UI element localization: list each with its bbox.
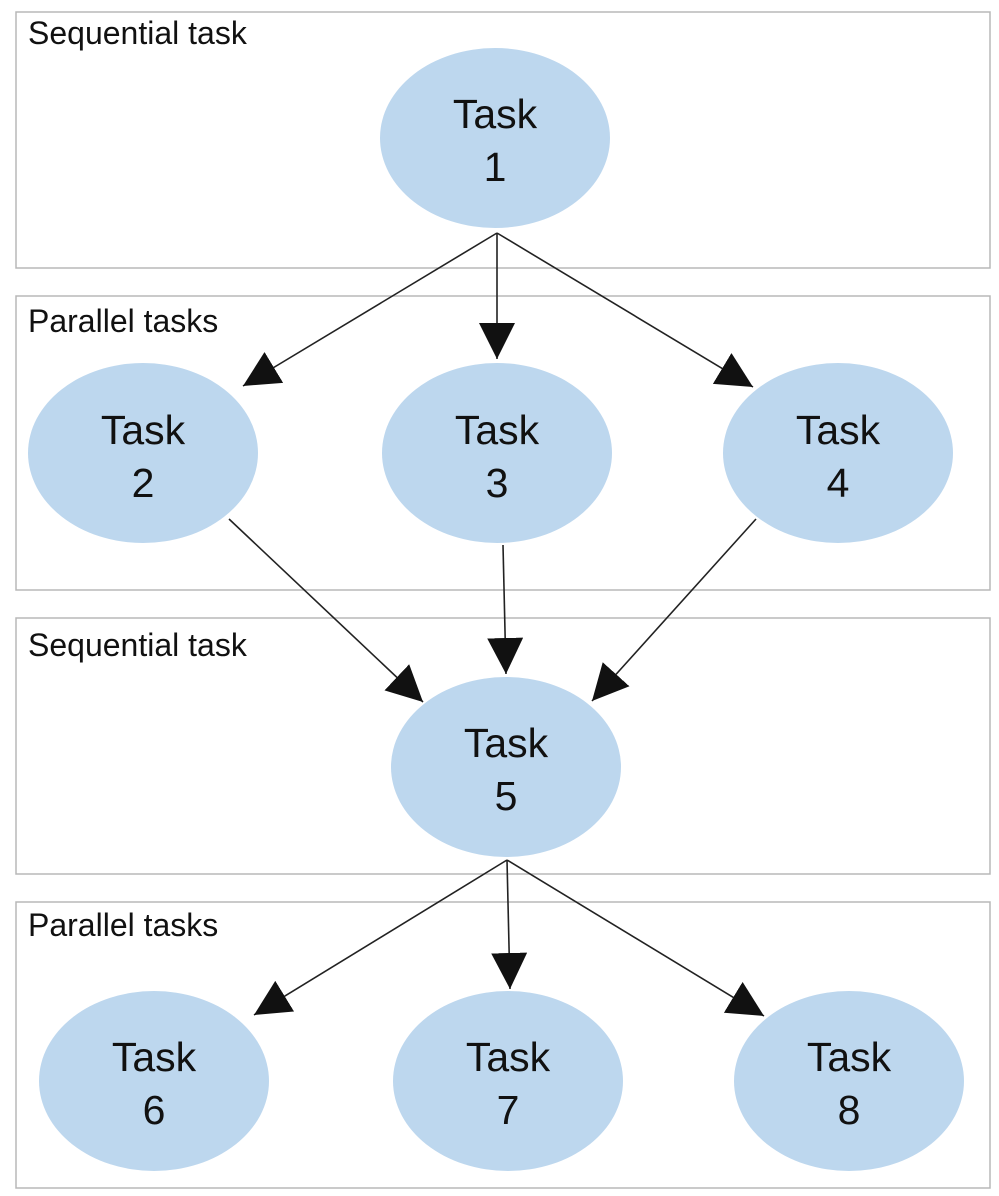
edge-arrow-t3-to-t5 [487, 544, 524, 675]
edge-arrow-t2-to-t5 [228, 518, 424, 703]
task-node-title: Task [464, 720, 549, 766]
panels-layer [15, 11, 991, 1189]
edge-arrow-t1-to-t4 [496, 232, 754, 388]
task-node-shape [382, 363, 612, 543]
task-node-shape [391, 677, 621, 857]
edges-layer [228, 232, 765, 1017]
task-node: Task 3 [382, 363, 612, 543]
task-node-number: 7 [497, 1087, 520, 1133]
task-node-number: 3 [486, 460, 509, 506]
task-node: Task 6 [39, 991, 269, 1171]
task-node-title: Task [796, 407, 881, 453]
edge-arrow-t5-to-t6 [253, 859, 508, 1016]
task-node-shape [380, 48, 610, 228]
task-node-number: 1 [484, 144, 507, 190]
panel-label: Parallel tasks [28, 907, 218, 943]
task-node-number: 4 [827, 460, 850, 506]
task-node-title: Task [466, 1034, 551, 1080]
task-node-number: 8 [838, 1087, 861, 1133]
panel-parallel-1 [15, 295, 991, 591]
task-node-title: Task [453, 91, 538, 137]
task-node: Task 4 [723, 363, 953, 543]
panel-sequential-2 [15, 617, 991, 875]
panel-labels-layer: Sequential task Parallel tasks Sequentia… [28, 15, 248, 943]
task-node-title: Task [112, 1034, 197, 1080]
edge-arrow-t4-to-t5 [591, 518, 757, 702]
task-node-shape [734, 991, 964, 1171]
task-node-title: Task [807, 1034, 892, 1080]
edge-arrow-t1-to-t2 [242, 232, 498, 387]
task-node: Task 7 [393, 991, 623, 1171]
panel-label: Parallel tasks [28, 303, 218, 339]
panel-label: Sequential task [28, 627, 248, 663]
task-node: Task 8 [734, 991, 964, 1171]
task-node-shape [39, 991, 269, 1171]
nodes-layer: Task 1 Task 2 Task 3 Task 4 Task 5 Task … [28, 48, 964, 1171]
task-node: Task 2 [28, 363, 258, 543]
panel-sequential-1 [15, 11, 991, 269]
panel-label: Sequential task [28, 15, 248, 51]
task-node-number: 6 [143, 1087, 166, 1133]
task-node-shape [723, 363, 953, 543]
edge-arrow-t5-to-t7 [491, 859, 528, 990]
task-node-title: Task [101, 407, 186, 453]
task-node: Task 1 [380, 48, 610, 228]
task-node: Task 5 [391, 677, 621, 857]
edge-arrow-t5-to-t8 [506, 859, 765, 1017]
task-node-shape [28, 363, 258, 543]
panel-parallel-2 [15, 901, 991, 1189]
task-node-number: 2 [132, 460, 155, 506]
task-node-number: 5 [495, 773, 518, 819]
task-node-shape [393, 991, 623, 1171]
task-node-title: Task [455, 407, 540, 453]
